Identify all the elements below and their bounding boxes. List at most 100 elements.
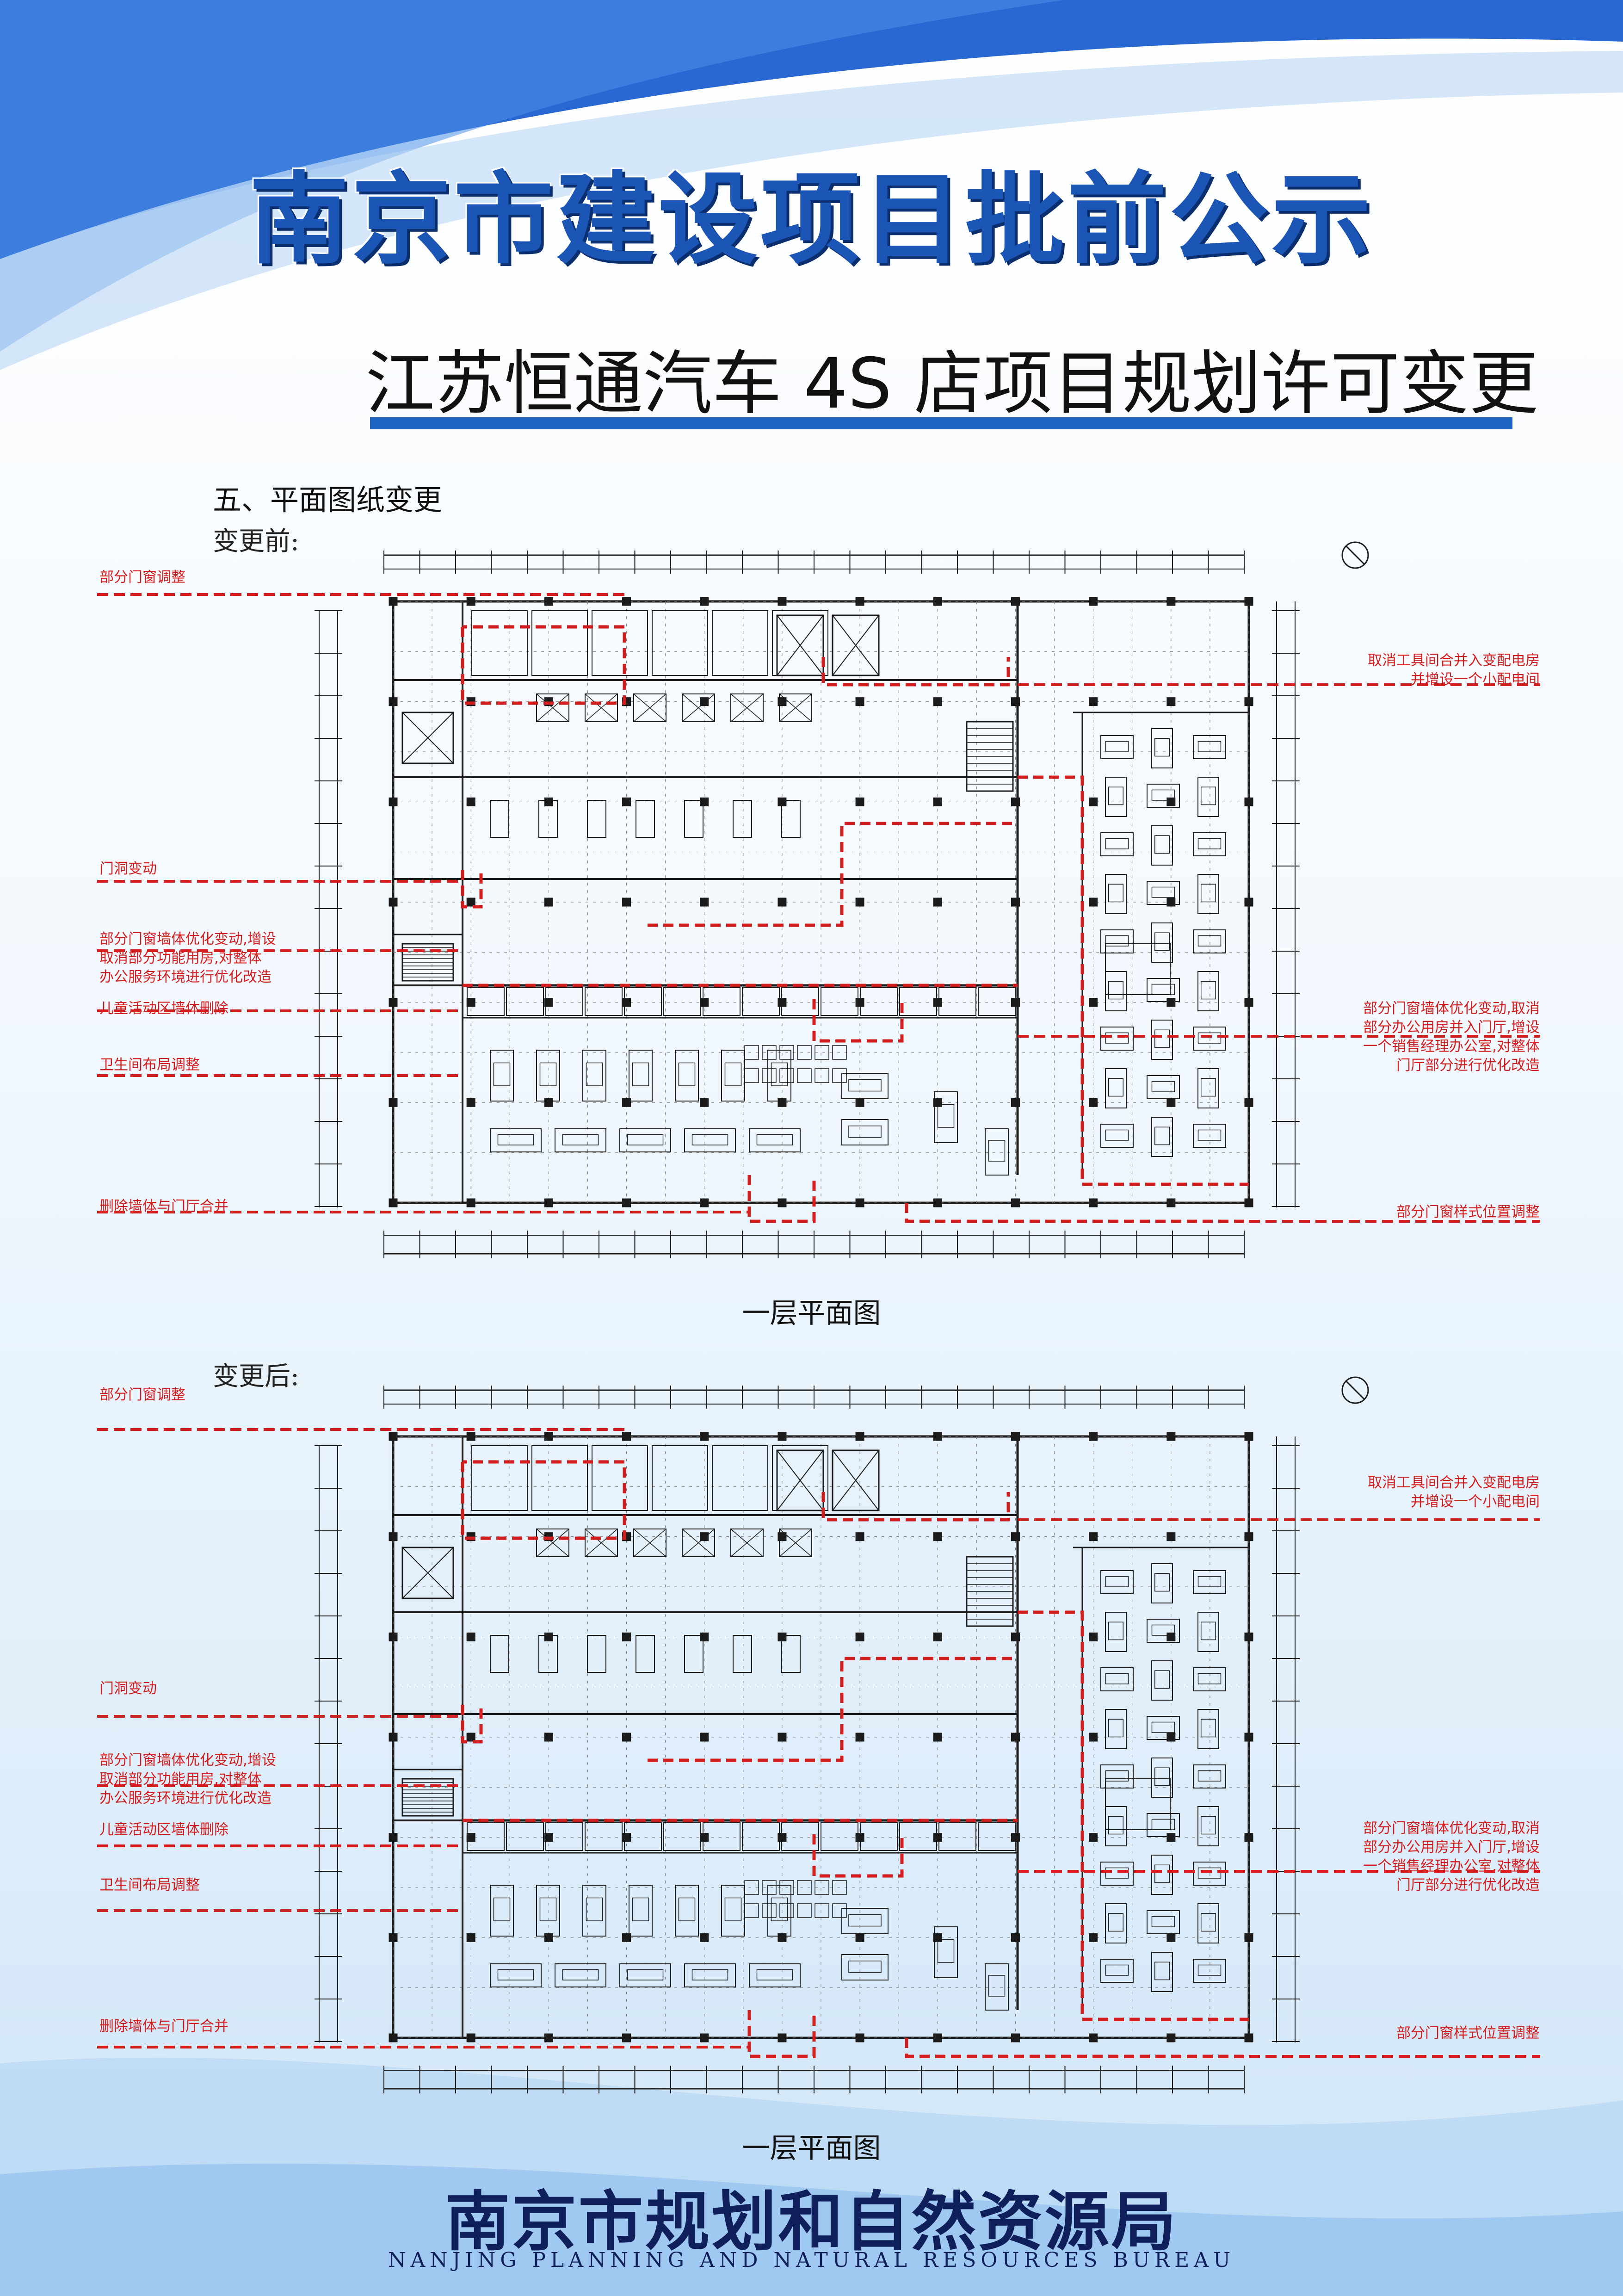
car-symbol xyxy=(490,1963,542,1987)
car-symbol xyxy=(1197,1068,1219,1108)
furniture xyxy=(815,1045,829,1060)
car-cabin xyxy=(1197,838,1222,849)
car-cabin xyxy=(1105,838,1129,849)
small-room xyxy=(938,987,976,1016)
car-symbol xyxy=(1147,881,1180,905)
column xyxy=(622,597,631,606)
column xyxy=(1089,797,1098,806)
column xyxy=(1244,897,1253,907)
car-symbol xyxy=(1100,1959,1134,1983)
car-symbol xyxy=(490,1050,514,1102)
small-room xyxy=(860,1822,898,1851)
small-room xyxy=(978,1822,1016,1851)
car-symbol xyxy=(1100,1862,1134,1886)
car-cabin xyxy=(724,1062,742,1086)
column xyxy=(1166,897,1176,907)
car-symbol xyxy=(619,1128,671,1152)
car-symbol xyxy=(985,1963,1009,2011)
column xyxy=(1166,597,1176,606)
lift-bay xyxy=(633,693,666,722)
car-cabin xyxy=(1197,1770,1222,1782)
floor-plan-after xyxy=(0,1353,1623,2135)
column xyxy=(1089,1632,1098,1641)
car-cabin xyxy=(1151,1624,1175,1636)
column xyxy=(1166,1632,1176,1641)
car-symbol xyxy=(767,1050,791,1102)
column xyxy=(389,1933,398,1942)
column xyxy=(1244,1632,1253,1641)
car-cabin xyxy=(1201,1078,1216,1097)
car-symbol xyxy=(555,1963,606,1987)
car-cabin xyxy=(627,1969,664,1980)
column xyxy=(1244,1432,1253,1441)
car-symbol xyxy=(1151,1660,1173,1701)
callout-tool-room-merge: 取消工具间合并入变配电房 并增设一个小配电间 xyxy=(1368,1474,1540,1510)
column xyxy=(1166,797,1176,806)
room-outline xyxy=(471,610,528,676)
furniture xyxy=(744,1903,759,1918)
column xyxy=(1166,1733,1176,1742)
column xyxy=(389,897,398,907)
car-cabin xyxy=(1201,1913,1216,1932)
callout-tool-room-merge: 取消工具间合并入变配电房 并增设一个小配电间 xyxy=(1368,652,1540,688)
small-room xyxy=(860,987,898,1016)
column xyxy=(389,1432,398,1441)
lounge-area xyxy=(1105,1778,1171,1830)
car-symbol xyxy=(1100,832,1134,856)
car-cabin xyxy=(1108,1719,1123,1738)
column xyxy=(544,897,553,907)
small-room xyxy=(781,1822,819,1851)
column xyxy=(389,998,398,1007)
car-cabin xyxy=(1105,1867,1129,1879)
car-symbol xyxy=(1100,735,1134,759)
column xyxy=(1089,1432,1098,1441)
column xyxy=(544,1933,553,1942)
callout-window-style: 部分门窗样式位置调整 xyxy=(1396,1204,1540,1220)
car-cabin xyxy=(1105,1129,1129,1141)
car-symbol xyxy=(1151,1563,1173,1603)
column xyxy=(1244,2033,1253,2042)
column xyxy=(933,1833,942,1842)
column xyxy=(544,1098,553,1107)
column xyxy=(1166,2033,1176,2042)
car-cabin xyxy=(1154,1962,1170,1980)
plan-caption-before: 一层平面图 xyxy=(742,1297,881,1330)
column xyxy=(1244,998,1253,1007)
furniture xyxy=(832,1068,847,1083)
car-cabin xyxy=(1201,1816,1216,1835)
car-cabin xyxy=(1154,1573,1170,1592)
room-outline xyxy=(531,1445,588,1511)
column xyxy=(855,1198,864,1207)
room-outline xyxy=(531,610,588,676)
change-outline xyxy=(812,1834,904,1878)
column xyxy=(1244,1532,1253,1541)
car-cabin xyxy=(1105,741,1129,752)
lift-post xyxy=(490,800,509,838)
lift-post xyxy=(684,800,704,838)
car-symbol xyxy=(1100,1764,1134,1789)
column xyxy=(778,2033,787,2042)
car-cabin xyxy=(848,1126,882,1138)
car-symbol xyxy=(675,1885,699,1937)
small-room xyxy=(978,987,1016,1016)
column xyxy=(622,1833,631,1842)
room-outline xyxy=(712,610,768,676)
callout-restroom-layout: 卫生间布局调整 xyxy=(99,1877,200,1894)
car-symbol xyxy=(1151,1952,1173,1992)
car-cabin xyxy=(937,1939,955,1963)
car-cabin xyxy=(678,1062,696,1086)
car-symbol xyxy=(1151,1855,1173,1895)
car-cabin xyxy=(1197,1576,1222,1587)
column xyxy=(1244,597,1253,606)
car-cabin xyxy=(1108,1913,1123,1932)
furniture xyxy=(832,1880,847,1895)
car-cabin xyxy=(539,1897,557,1921)
lift-post xyxy=(490,1635,509,1673)
car-cabin xyxy=(1197,935,1222,947)
car-cabin xyxy=(1108,981,1123,1000)
column xyxy=(544,1432,553,1441)
car-symbol xyxy=(1100,929,1134,953)
car-cabin xyxy=(1105,1673,1129,1684)
lift-bay xyxy=(730,1529,764,1557)
column xyxy=(778,897,787,907)
